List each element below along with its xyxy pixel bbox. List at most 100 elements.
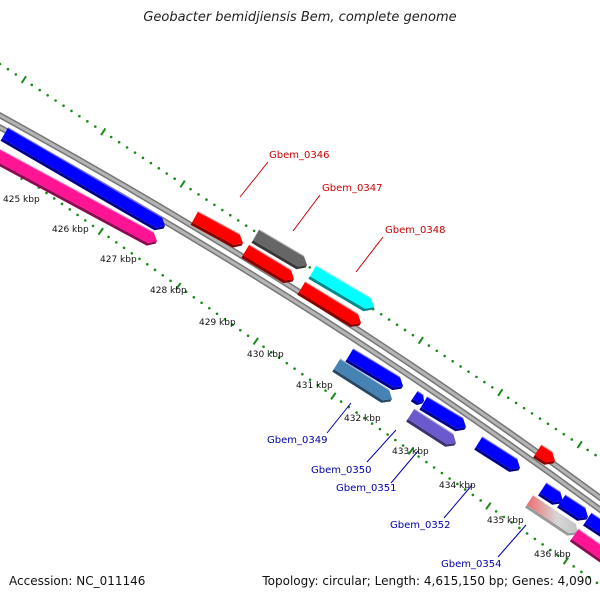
minor-tick-dot (76, 213, 79, 217)
leader-lines-layer (239, 161, 527, 558)
gene-arrow-side (410, 398, 424, 406)
minor-tick-dot (370, 422, 374, 425)
gene-arrow-reverse-left[interactable] (0, 147, 157, 246)
gene-arrow-body (0, 149, 157, 243)
gene-label-Gbem_0352[interactable]: Gbem_0352 (390, 520, 450, 531)
gene-label-Gbem_0349[interactable]: Gbem_0349 (267, 435, 327, 446)
minor-tick-dot (411, 333, 415, 337)
leader-line-Gbem_0354 (497, 524, 527, 558)
minor-tick-dot (169, 279, 172, 283)
gene-label-Gbem_0350[interactable]: Gbem_0350 (311, 465, 371, 476)
minor-tick-dot (541, 543, 544, 546)
gene-arrow-red-right[interactable] (533, 444, 555, 465)
gene-arrow-side (583, 523, 600, 537)
leader-line-Gbem_0350 (366, 429, 397, 463)
minor-tick-dot (494, 510, 498, 513)
minor-tick-dot (107, 235, 110, 239)
gene-arrow-Gbem_0346[interactable] (190, 211, 243, 248)
gene-arrow-highlight (545, 482, 561, 493)
minor-tick-dot (6, 67, 10, 71)
minor-tick-dot (161, 274, 165, 277)
major-tick-mark (175, 282, 182, 291)
gene-arrow-body (298, 281, 361, 325)
gene-arrow-small-forward[interactable] (410, 390, 424, 406)
minor-tick-dot (54, 99, 57, 102)
gene-label-Gbem_0354[interactable]: Gbem_0354 (441, 559, 501, 570)
gene-arrow-body (526, 495, 578, 534)
gene-label-Gbem_0346[interactable]: Gbem_0346 (269, 150, 329, 161)
major-tick-mark (417, 336, 424, 345)
gene-arrow-forward-edge[interactable] (583, 512, 600, 540)
leader-line-Gbem_0346 (239, 161, 269, 198)
gene-arrow-highlight (564, 494, 586, 509)
minor-tick-dot (572, 565, 575, 568)
major-tick-mark (562, 557, 570, 565)
minor-tick-dot (425, 460, 428, 464)
minor-tick-dot (62, 104, 65, 108)
minor-tick-dot (301, 372, 304, 376)
gene-arrow-red-lower-2[interactable] (297, 281, 361, 327)
minor-tick-dot (308, 378, 312, 381)
minor-tick-dot (363, 416, 366, 420)
gene-arrow-red-lower[interactable] (241, 244, 294, 284)
kbp-label: 433 kbp (392, 447, 429, 457)
gene-arrow-Gbem_0348[interactable] (308, 265, 374, 312)
gene-arrow-highlight (315, 265, 372, 299)
minor-tick-dot (451, 359, 454, 363)
minor-tick-dot (46, 93, 49, 97)
minor-tick-dot (192, 295, 196, 299)
minor-tick-dot (45, 191, 48, 195)
gene-arrow-Gbem_0349[interactable] (332, 358, 392, 403)
minor-tick-dot (475, 375, 478, 379)
minor-tick-dot (145, 263, 149, 266)
major-tick-mark (576, 440, 583, 449)
minor-tick-dot (122, 246, 126, 250)
kbp-label: 428 kbp (150, 286, 187, 296)
kbp-label: 432 kbp (344, 414, 381, 424)
gene-arrow-Gbem_0354[interactable] (525, 494, 578, 536)
minor-tick-dot (38, 88, 42, 92)
minor-tick-dot (52, 197, 56, 200)
minor-tick-dot (78, 114, 81, 118)
minor-tick-dot (394, 438, 397, 442)
minor-tick-dot (427, 344, 431, 347)
minor-tick-dot (595, 581, 599, 585)
minor-tick-dot (285, 361, 289, 365)
minor-tick-dot (448, 477, 451, 480)
minor-tick-dot (538, 417, 542, 420)
gene-label-Gbem_0348[interactable]: Gbem_0348 (385, 225, 445, 236)
gene-arrow-body (333, 358, 392, 401)
gene-arrow-forward-mid[interactable] (345, 348, 403, 391)
minor-tick-dot (355, 411, 358, 414)
gene-arrow-side (557, 505, 588, 521)
minor-tick-dot (141, 156, 145, 160)
gene-arrow-side (525, 505, 578, 536)
gene-label-Gbem_0351[interactable]: Gbem_0351 (336, 483, 396, 494)
gene-arrow-body (346, 348, 403, 388)
minor-tick-dot (525, 532, 529, 535)
minor-tick-dot (277, 356, 281, 359)
gene-arrow-Gbem_0347[interactable] (251, 229, 307, 270)
gene-arrow-forward-mid-2[interactable] (419, 396, 466, 432)
minor-tick-dot (246, 334, 250, 338)
gene-arrow-body (192, 211, 243, 245)
gene-arrow-reverse-right[interactable] (569, 528, 600, 565)
gene-arrow-Gbem_0351[interactable] (406, 408, 456, 447)
gene-arrow-highlight (0, 148, 154, 233)
minor-tick-dot (173, 177, 177, 181)
minor-tick-dot (440, 471, 444, 475)
minor-tick-dot (522, 406, 526, 410)
major-tick-mark (97, 227, 104, 236)
major-tick-mark (179, 180, 186, 188)
minor-tick-dot (133, 151, 137, 154)
minor-tick-dot (213, 203, 216, 207)
minor-tick-dot (83, 219, 87, 222)
gene-arrow-forward-right-2[interactable] (557, 494, 588, 521)
minor-tick-dot (215, 312, 219, 316)
gene-arrow-Gbem_0352[interactable] (474, 436, 520, 472)
minor-tick-dot (403, 328, 407, 332)
gene-arrow-forward-left[interactable] (0, 127, 166, 231)
gene-label-Gbem_0347[interactable]: Gbem_0347 (322, 183, 382, 194)
